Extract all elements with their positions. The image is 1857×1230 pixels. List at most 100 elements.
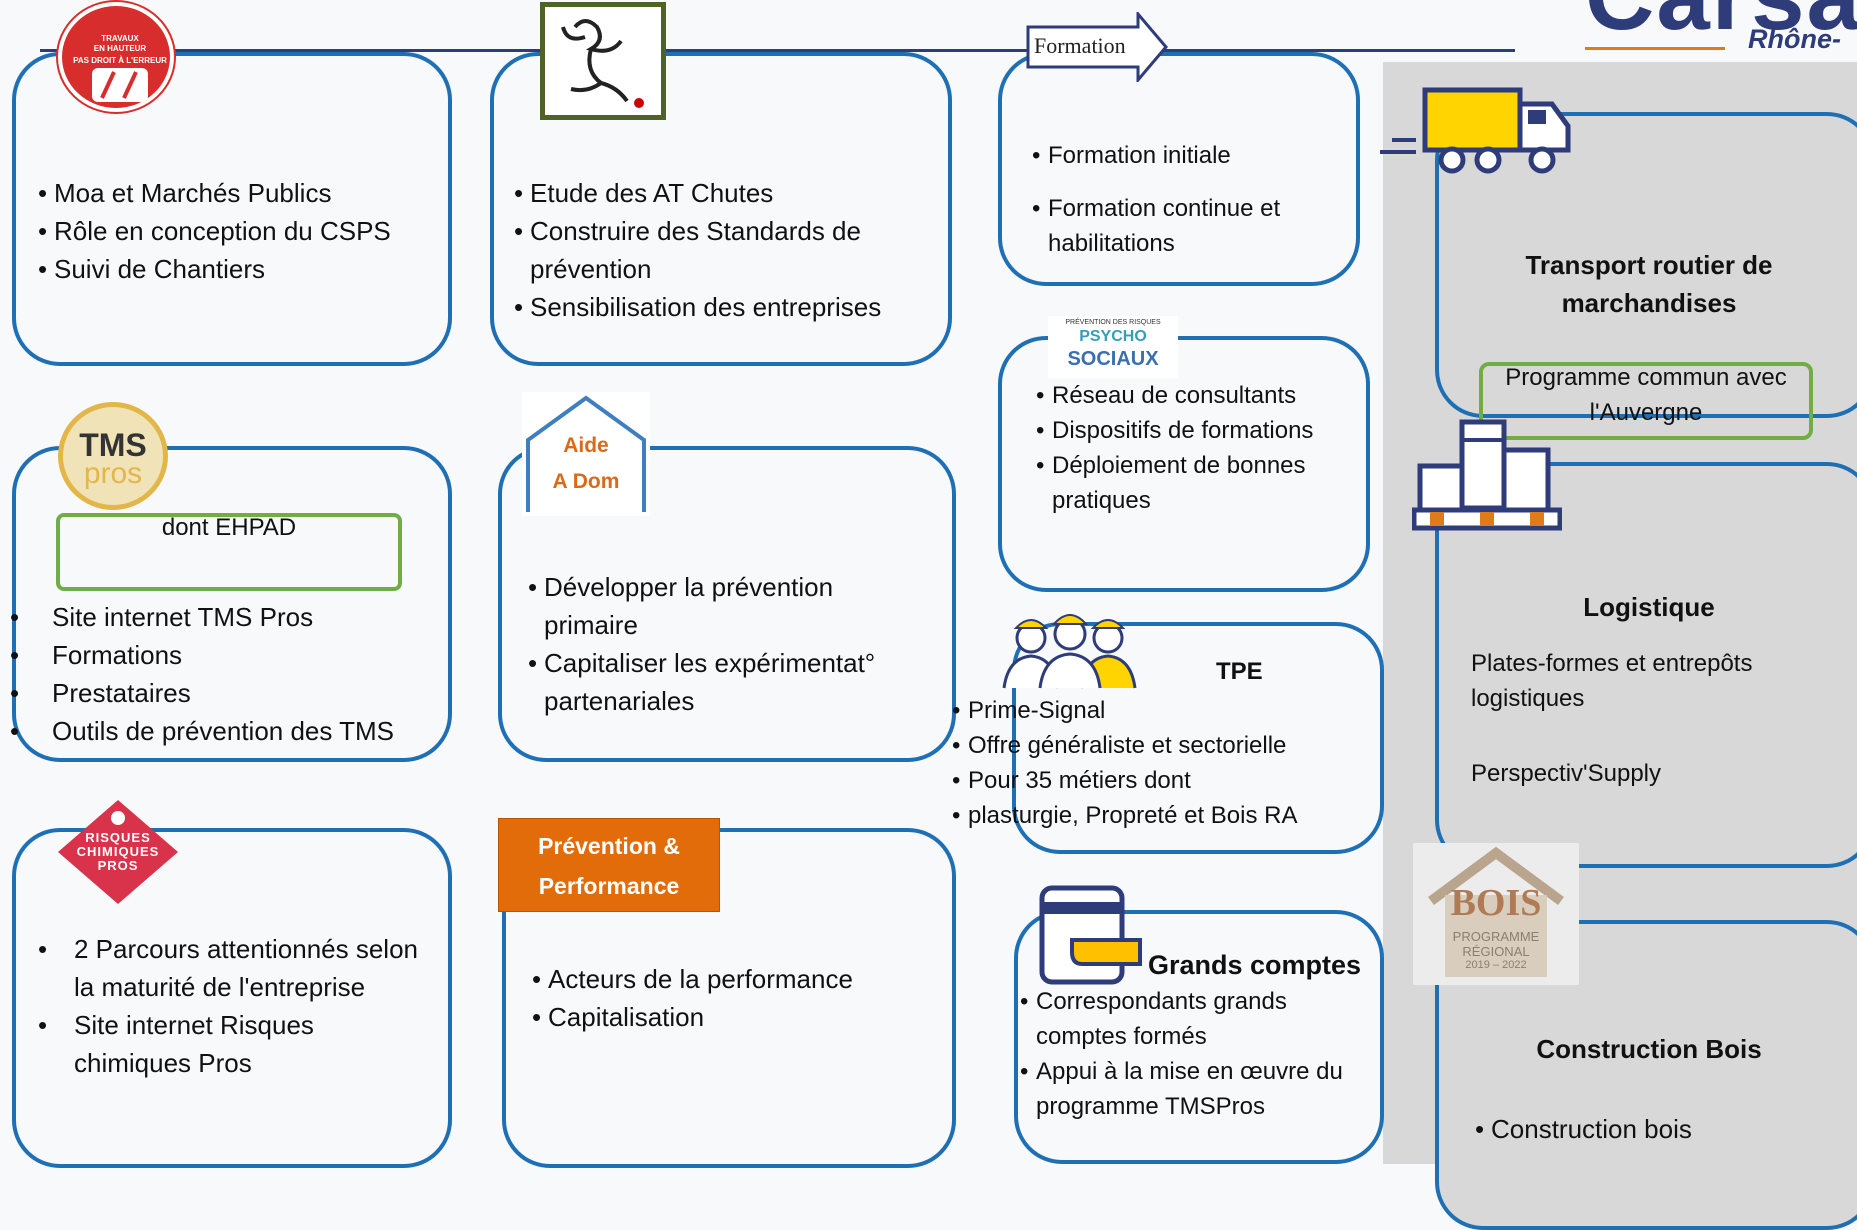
tms-green-label: dont EHPAD [161, 514, 297, 541]
formation-arrow-icon [1026, 12, 1168, 82]
list-item: plasturgie, Propreté et Bois RA [952, 798, 1372, 833]
rps-logo-line: SOCIAUX [1067, 348, 1159, 370]
card-aide-a-dom: Développer la prévention primaire Capita… [498, 446, 956, 762]
rps-logo-line: PSYCHO [1079, 328, 1147, 345]
tms-green-box [56, 513, 402, 591]
list-item: Prestataires [10, 674, 450, 712]
tpe-list: Prime-Signal Offre généraliste et sector… [952, 693, 1372, 833]
list-item: Outils de prévention des TMS [10, 712, 450, 750]
tpe-title: TPE [1216, 658, 1263, 685]
formation-list: Formation initiale Formation continue et… [1032, 138, 1352, 261]
card-formation: Formation initiale Formation continue et… [998, 52, 1360, 286]
transport-green-box [1479, 362, 1813, 440]
list-item: Site internet TMS Pros [10, 598, 450, 636]
workers-group-icon [1002, 614, 1137, 689]
aide-a-dom-logo: Aide A Dom [522, 392, 650, 516]
list-item: 2 Parcours attentionnés selon la maturit… [38, 930, 438, 1006]
list-item: Prime-Signal [952, 693, 1372, 728]
tms-pros-logo: TMS pros [58, 402, 168, 510]
risques-list: 2 Parcours attentionnés selon la maturit… [38, 930, 438, 1082]
card-transport: Transport routier de marchandises Progra… [1435, 112, 1857, 440]
bois-title: Construction Bois [1536, 1034, 1762, 1064]
card-tms: Site internet TMS Pros Formations Presta… [10, 446, 452, 762]
bois-logo-title: BOIS [1450, 882, 1542, 924]
list-item: Formation continue et habilitations [1032, 191, 1352, 261]
card-rps: Réseau de consultants Dispositifs de for… [998, 336, 1370, 592]
list-item: Suivi de Chantiers [38, 250, 438, 288]
transport-green-label: Programme commun avec l'Auvergne [1505, 364, 1787, 426]
bois-logo-line: 2019 – 2022 [1465, 959, 1527, 971]
warehouse-boxes-icon [1412, 419, 1562, 531]
list-item: Construction bois [1475, 1110, 1805, 1148]
list-item: Site internet Risques chimiques Pros [38, 1006, 438, 1082]
perf-list: Acteurs de la performance Capitalisation [532, 960, 932, 1036]
list-item: Etude des AT Chutes [514, 174, 934, 212]
diamond-hazard-icon [58, 800, 178, 904]
list-item: Rôle en conception du CSPS [38, 212, 438, 250]
hauteur-logo-line: TRAVAUX [101, 34, 139, 43]
list-item: Correspondants grands comptes formés [1020, 984, 1370, 1054]
travaux-hauteur-logo: TRAVAUX EN HAUTEUR PAS DROIT À L'ERREUR [58, 2, 174, 112]
list-item: Acteurs de la performance [532, 960, 932, 998]
aidedom-list: Développer la prévention primaire Capita… [528, 568, 928, 720]
list-item: Réseau de consultants [1036, 378, 1366, 413]
badge-line: Prévention & [538, 833, 680, 859]
header-rule [40, 49, 1515, 52]
list-item: Construire des Standards de prévention [514, 212, 934, 288]
house-roof-icon [1428, 846, 1564, 977]
hauteur-logo-line: EN HAUTEUR [93, 44, 147, 53]
grands-list: Correspondants grands comptes formés App… [1020, 984, 1370, 1124]
aidedom-logo-line: Aide [563, 434, 609, 457]
formation-arrow-label: Formation [1034, 33, 1126, 58]
grands-comptes-title: Grands comptes [1148, 950, 1362, 980]
card-risques-chimiques: 2 Parcours attentionnés selon la maturit… [12, 828, 452, 1168]
falling-person-icon [540, 2, 666, 120]
logistique-line1: Plates-formes et entrepôts logistiques [1471, 650, 1753, 712]
chutes-list: Etude des AT Chutes Construire des Stand… [514, 174, 934, 326]
list-item: Sensibilisation des entreprises [514, 288, 934, 326]
card-logistique: Logistique Plates-formes et entrepôts lo… [1435, 462, 1857, 868]
bois-logo-line: RÉGIONAL [1462, 944, 1530, 959]
logistique-title: Logistique [1583, 592, 1715, 622]
tms-logo-bottom: pros [83, 457, 143, 490]
sector-panel: Transport routier de marchandises Progra… [1383, 62, 1857, 1230]
carsat-logo: Carsat [1585, 0, 1857, 52]
bois-logo: BOIS PROGRAMME RÉGIONAL 2019 – 2022 [1413, 843, 1579, 985]
list-item: Formations [10, 636, 450, 674]
tms-logo-top: TMS [79, 427, 147, 463]
risques-logo-line: RISQUES [85, 830, 151, 845]
list-item: Formation initiale [1032, 138, 1352, 173]
house-outline-icon [526, 395, 646, 512]
bois-list: Construction bois [1475, 1110, 1805, 1148]
list-item: Capitalisation [532, 998, 932, 1036]
list-item: Pour 35 métiers dont [952, 763, 1372, 798]
bois-logo-line: PROGRAMME [1452, 929, 1540, 944]
list-item: Dispositifs de formations [1036, 413, 1366, 448]
prevention-performance-badge: Prévention & Performance [498, 818, 720, 912]
risques-chimiques-logo: RISQUES CHIMIQUES PROS [58, 800, 178, 904]
rps-logo-line: PRÉVENTION DES RISQUES [1065, 319, 1161, 326]
list-item: Développer la prévention primaire [528, 568, 928, 644]
risques-logo-line: PROS [97, 858, 139, 873]
list-item: Appui à la mise en œuvre du programme TM… [1020, 1054, 1370, 1124]
rps-logo: PRÉVENTION DES RISQUES PSYCHO SOCIAUX [1048, 316, 1178, 378]
transport-title: Transport routier de marchandises [1525, 250, 1773, 318]
list-item: Offre généraliste et sectorielle [952, 728, 1372, 763]
card-chutes: Etude des AT Chutes Construire des Stand… [490, 52, 952, 366]
logistique-line2: Perspectiv'Supply [1471, 760, 1662, 787]
truck-icon [1380, 87, 1571, 174]
rps-list: Réseau de consultants Dispositifs de for… [1036, 378, 1366, 518]
aidedom-logo-line: A Dom [552, 470, 620, 493]
card-travaux-hauteur: Moa et Marchés Publics Rôle en conceptio… [12, 52, 452, 366]
book-folder-icon [1039, 885, 1142, 985]
hauteur-logo-line: PAS DROIT À L'ERREUR [73, 56, 167, 65]
list-item: Moa et Marchés Publics [38, 174, 438, 212]
logo-accent-rule [1585, 47, 1725, 50]
badge-line: Performance [538, 873, 680, 899]
logo-region-text: Rhône- [1748, 24, 1841, 54]
ladder-icon [92, 68, 148, 102]
risques-logo-line: CHIMIQUES [76, 844, 160, 859]
list-item: Capitaliser les expérimentat° partenaria… [528, 644, 928, 720]
hauteur-list: Moa et Marchés Publics Rôle en conceptio… [38, 174, 438, 288]
list-item: Déploiement de bonnes pratiques [1036, 448, 1366, 518]
